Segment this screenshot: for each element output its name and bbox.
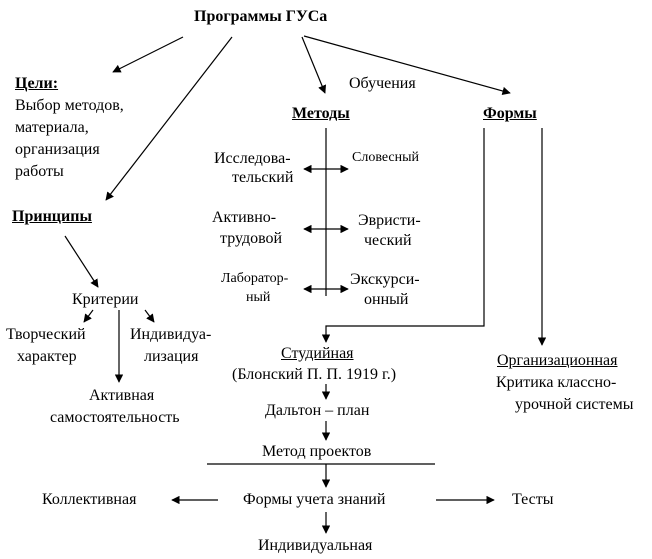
individual-form-label: Индивидуальная: [258, 537, 373, 554]
goals-line: работы: [15, 163, 64, 180]
method-left-line: тельский: [232, 169, 294, 186]
individual-line: лизация: [144, 348, 199, 365]
critique-line: Критика классно-: [496, 374, 617, 391]
creative-line: характер: [17, 348, 77, 365]
studio-note: (Блонский П. П. 1919 г.): [232, 366, 397, 383]
organizational-label: Организационная: [497, 352, 618, 369]
method-right-line: Эвристи-: [358, 212, 421, 229]
active-line: Активная: [89, 387, 155, 404]
goals-line: Выбор методов,: [15, 97, 124, 114]
method-right-line: Словесный: [352, 150, 420, 165]
critique-line: урочной системы: [515, 396, 634, 413]
studio-heading: Студийная: [281, 345, 354, 362]
knowledge-forms: Формы учета знаний: [243, 491, 386, 508]
methods-label-top: Обучения: [349, 75, 416, 92]
arrow-principles-to-criteria: [64, 235, 99, 288]
active-line: самостоятельность: [50, 409, 180, 426]
method-left-line: Активно-: [212, 209, 277, 226]
goals-line: материала,: [15, 119, 89, 136]
method-right-line: Экскурси-: [350, 271, 420, 288]
dalton-plan: Дальтон – план: [265, 402, 370, 419]
arrow-title-to-goals: [112, 36, 184, 73]
arrow-title-to-methods: [301, 36, 327, 94]
method-left-line: Лаборатор-: [221, 271, 289, 286]
arrow-title-to-principles: [105, 36, 233, 201]
arrow-title-to-forms: [303, 35, 511, 96]
method-left-line: ный: [246, 290, 271, 305]
forms-heading: Формы: [483, 105, 537, 122]
arrow-criteria-to-individual: [144, 309, 155, 323]
project-method: Метод проектов: [262, 443, 372, 460]
method-right-line: онный: [364, 291, 409, 308]
collective-label: Коллективная: [42, 491, 137, 508]
method-right-line: ческий: [364, 232, 412, 249]
criteria-label: Критерии: [72, 291, 139, 308]
methods-heading: Методы: [292, 105, 350, 122]
connector-forms-to-studio: [321, 128, 485, 343]
method-left-line: Исследова-: [214, 150, 291, 167]
method-left-line: трудовой: [220, 230, 283, 247]
goals-heading: Цели:: [15, 75, 59, 92]
tests-label: Тесты: [512, 491, 554, 508]
creative-line: Творческий: [6, 326, 86, 343]
goals-line: организация: [15, 141, 100, 158]
principles-heading: Принципы: [12, 208, 92, 225]
arrow-criteria-to-creative: [83, 309, 94, 323]
diagram-title: Программы ГУСа: [194, 8, 328, 25]
individual-line: Индивидуа-: [130, 326, 212, 343]
